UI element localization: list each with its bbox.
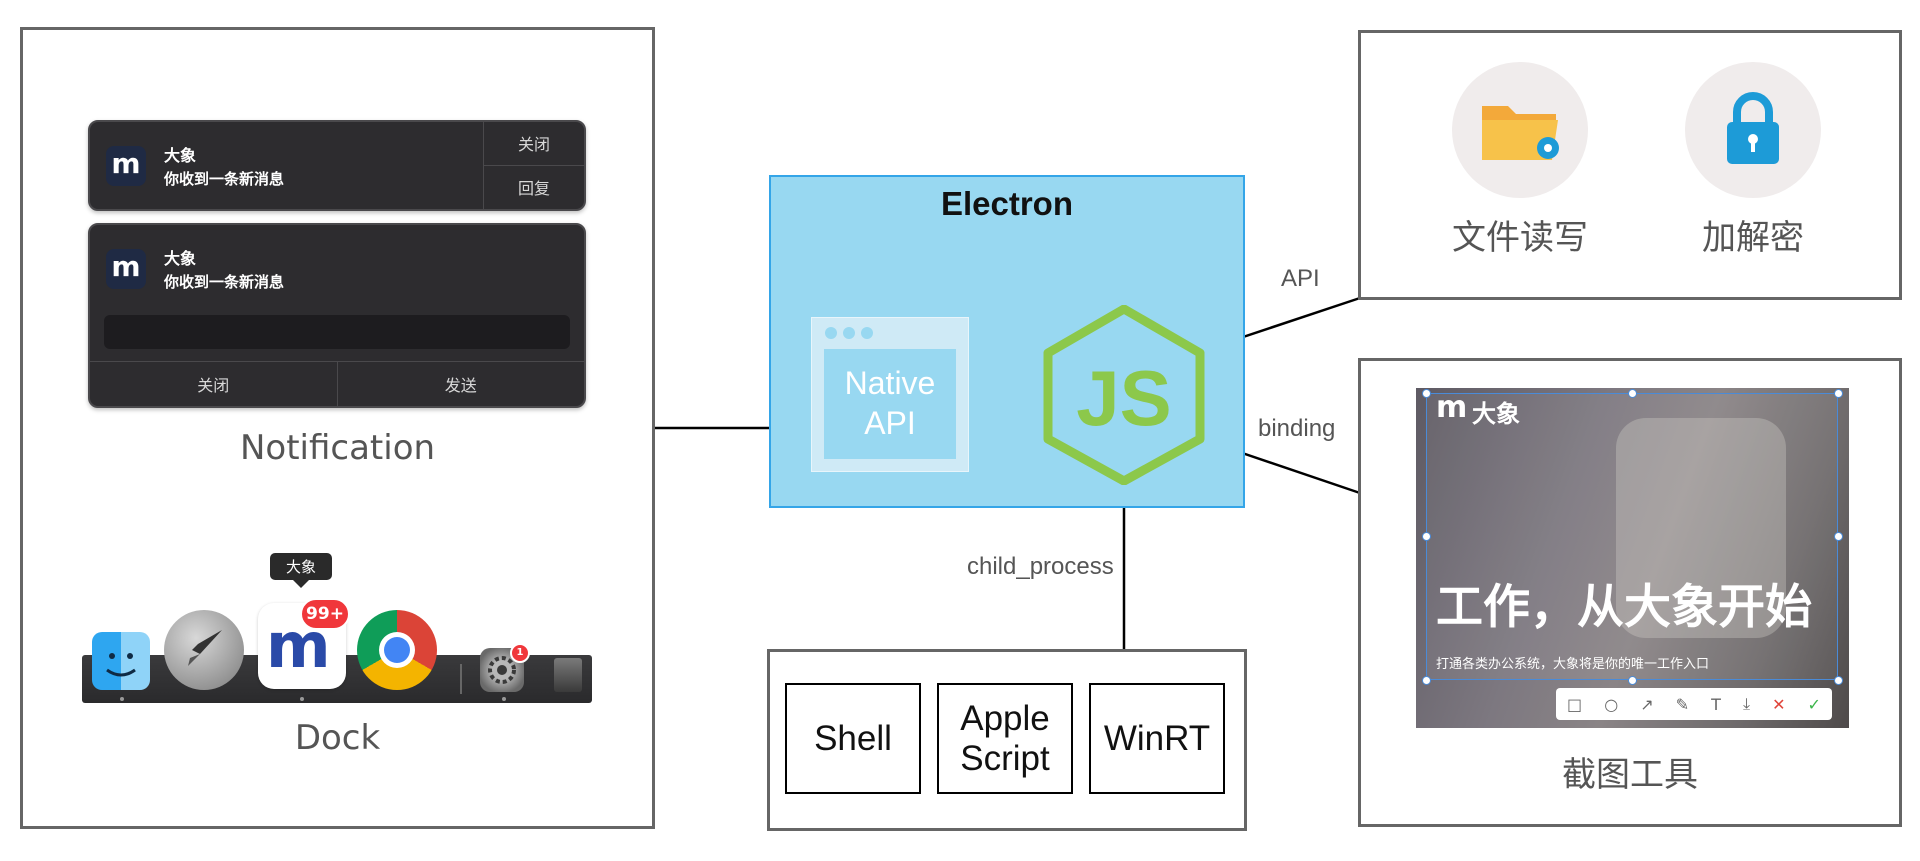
trash-icon[interactable]: [554, 658, 582, 692]
launchpad-icon[interactable]: [164, 610, 244, 690]
dock-dot: [300, 697, 304, 701]
native-api-inner: Native API: [824, 349, 956, 459]
settings-badge: 1: [510, 643, 530, 663]
finder-face-icon: [106, 653, 136, 677]
app-icon: m: [106, 249, 146, 289]
notification-body: 你收到一条新消息: [164, 273, 285, 291]
app-icon: m: [106, 146, 146, 186]
resize-handle[interactable]: [1422, 389, 1431, 398]
resize-handle[interactable]: [1628, 389, 1637, 398]
notification-reply-expanded[interactable]: m 大象 你收到一条新消息 关闭 发送: [88, 223, 586, 408]
screenshot-caption: 截图工具: [1562, 755, 1698, 795]
screenshot-subline: 打通各类办公系统，大象将是你的唯一工作入口: [1436, 657, 1710, 672]
winrt-box: WinRT: [1089, 683, 1225, 794]
brand-name: 大象: [1472, 400, 1520, 428]
native-api-line2: API: [864, 405, 916, 441]
crypto-label: 加解密: [1702, 218, 1804, 258]
chrome-center-icon: [379, 632, 415, 668]
gear-icon: [488, 656, 516, 684]
screenshot-preview[interactable]: m 大象 工作，从大象开始 打通各类办公系统，大象将是你的唯一工作入口 □ ○ …: [1416, 388, 1849, 728]
reply-input[interactable]: [104, 315, 570, 349]
binding-label: binding: [1258, 415, 1336, 442]
arrow-icon[interactable]: ↗: [1640, 694, 1654, 714]
cancel-icon[interactable]: ✕: [1772, 694, 1786, 714]
child-process-label: child_process: [967, 553, 1114, 580]
resize-handle[interactable]: [1422, 676, 1431, 685]
applescript-box: Apple Script: [937, 683, 1073, 794]
reply-button[interactable]: 回复: [517, 179, 550, 199]
file-rw-label: 文件读写: [1452, 218, 1588, 258]
confirm-icon[interactable]: ✓: [1807, 694, 1821, 714]
file-rw-circle: [1452, 62, 1588, 198]
notification-caption: Notification: [239, 428, 436, 468]
dock-caption: Dock: [294, 718, 381, 758]
notification-title: 大象: [164, 249, 197, 268]
folder-gear-icon: [1482, 106, 1559, 160]
notification-body: 你收到一条新消息: [164, 170, 285, 188]
notification-actions: 关闭 回复: [483, 122, 584, 209]
dock-dot: [502, 697, 506, 701]
api-label: API: [1281, 265, 1320, 292]
resize-handle[interactable]: [1834, 389, 1843, 398]
download-icon[interactable]: ⤓: [1742, 694, 1751, 713]
resize-handle[interactable]: [1422, 532, 1431, 541]
chrome-icon[interactable]: [357, 610, 437, 690]
electron-title: Electron: [940, 185, 1074, 222]
js-text: JS: [1076, 354, 1171, 442]
pen-icon[interactable]: ✎: [1675, 694, 1690, 714]
notification-reply[interactable]: m 大象 你收到一条新消息 关闭 回复: [88, 120, 586, 211]
close-button[interactable]: 关闭: [90, 362, 338, 406]
ellipse-icon[interactable]: ○: [1604, 694, 1619, 714]
window-dot-icon: [861, 327, 873, 339]
unread-badge: 99+: [300, 598, 350, 630]
window-dot-icon: [843, 327, 855, 339]
crypto-circle: [1685, 62, 1821, 198]
send-button[interactable]: 发送: [444, 376, 477, 395]
rect-icon[interactable]: □: [1567, 694, 1583, 714]
resize-handle[interactable]: [1834, 676, 1843, 685]
dock-separator: [460, 664, 462, 694]
os-features-panel: [1358, 30, 1902, 300]
resize-handle[interactable]: [1628, 676, 1637, 685]
native-api-window: Native API: [811, 317, 969, 472]
resize-handle[interactable]: [1834, 532, 1843, 541]
notification-actions: 关闭 发送: [90, 361, 584, 406]
screenshot-headline: 工作，从大象开始: [1436, 580, 1812, 635]
dock-tooltip: 大象: [270, 553, 332, 588]
dock-dot: [120, 697, 124, 701]
brand-logo-icon: m: [1436, 390, 1468, 425]
lock-icon: [1727, 92, 1779, 164]
nodejs-logo-icon: JS: [1043, 305, 1205, 485]
notification-title: 大象: [164, 146, 197, 165]
native-api-line1: Native: [844, 365, 936, 401]
selection-region[interactable]: [1426, 393, 1838, 680]
finder-icon[interactable]: [92, 632, 150, 690]
rocket-icon: [188, 630, 222, 666]
cup-shape: [1616, 418, 1786, 638]
shell-box: Shell: [785, 683, 921, 794]
close-button[interactable]: 关闭: [484, 122, 584, 166]
window-dot-icon: [825, 327, 837, 339]
screenshot-toolbar: □ ○ ↗ ✎ T ⤓ ✕ ✓: [1556, 688, 1832, 720]
text-icon[interactable]: T: [1711, 694, 1721, 714]
